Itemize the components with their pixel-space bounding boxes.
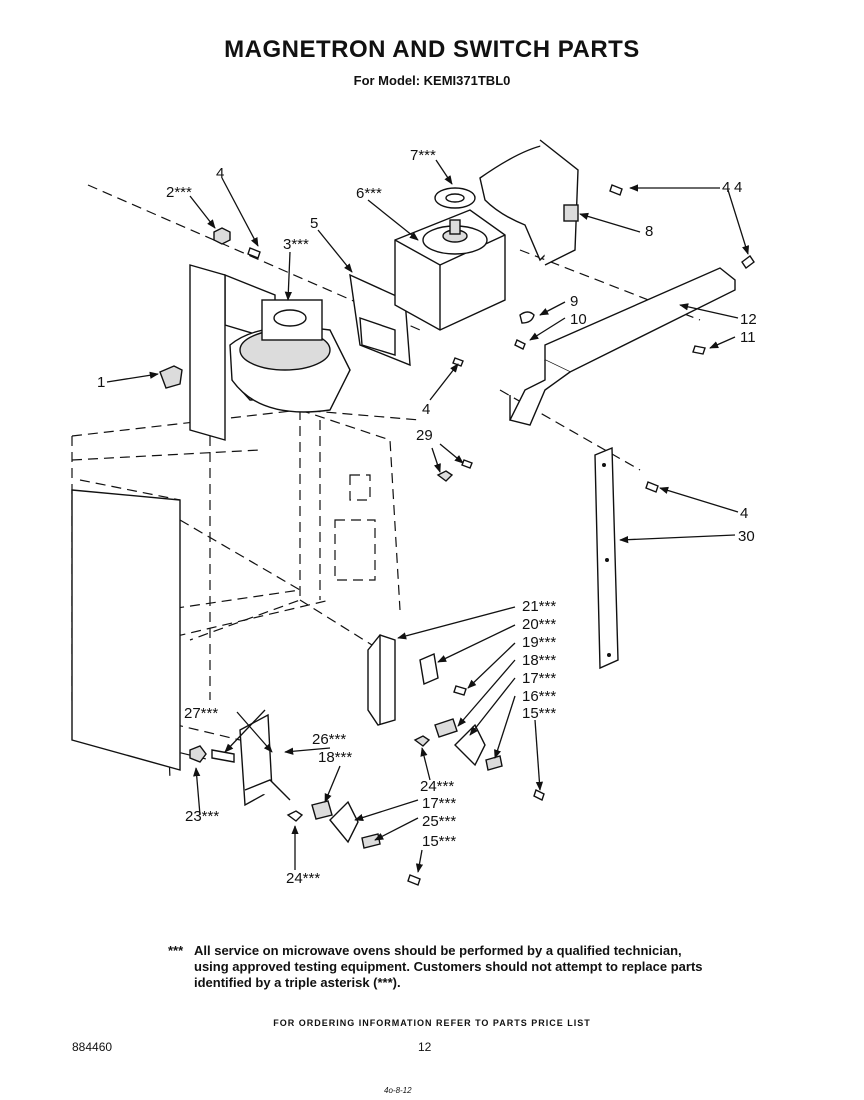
- plate-30: [594, 446, 619, 670]
- document-number: 884460: [72, 1040, 113, 1054]
- ordering-info: FOR ORDERING INFORMATION REFER TO PARTS …: [273, 1018, 591, 1028]
- callout-label: 18***: [318, 749, 352, 766]
- print-code: 4o-8-12: [384, 1086, 412, 1095]
- switch-bracket-upper: [367, 634, 396, 726]
- callout-label: 29: [416, 427, 433, 444]
- callout-label: 23***: [185, 808, 219, 825]
- callout-label: 4: [722, 179, 730, 196]
- callout-label: 4: [740, 505, 748, 522]
- switch-bracket-lower: [239, 713, 291, 807]
- callout-label: 9: [570, 293, 578, 310]
- callout-label: 16***: [522, 688, 556, 705]
- callout-label: 24***: [420, 778, 454, 795]
- callout-label: 4: [216, 165, 224, 182]
- model-subtitle: For Model: KEMI371TBL0: [353, 73, 511, 88]
- callout-label: 10: [570, 311, 587, 328]
- callout-label: 24***: [286, 870, 320, 887]
- bracket-12: [508, 267, 736, 426]
- callout-label: 18***: [522, 652, 556, 669]
- service-warning-note: *** All service on microwave ovens shoul…: [168, 943, 708, 991]
- callout-label: 21***: [522, 598, 556, 615]
- page-number: 12: [418, 1040, 432, 1054]
- callout-label: 1: [97, 374, 105, 391]
- callout-label: 8: [645, 223, 653, 240]
- callout-label: 6***: [356, 185, 382, 202]
- note-text: All service on microwave ovens should be…: [194, 943, 703, 990]
- fan-motor: [229, 299, 351, 413]
- callout-label: 20***: [522, 616, 556, 633]
- callout-label: 2***: [166, 184, 192, 201]
- page-title: MAGNETRON AND SWITCH PARTS: [224, 36, 640, 63]
- callout-label: 5: [310, 215, 318, 232]
- callout-label: 19***: [522, 634, 556, 651]
- callout-label: 30: [738, 528, 755, 545]
- callout-label: 4: [734, 179, 742, 196]
- waveguide-duct: [479, 139, 579, 266]
- callout-label: 7***: [410, 147, 436, 164]
- callout-label: 17***: [522, 670, 556, 687]
- callout-label: 4: [422, 401, 430, 418]
- callout-label: 27***: [184, 705, 218, 722]
- callout-label: 17***: [422, 795, 456, 812]
- callout-label: 15***: [422, 833, 456, 850]
- callout-label: 25***: [422, 813, 456, 830]
- callout-label: 11: [740, 329, 756, 346]
- magnetron: [394, 209, 506, 331]
- callout-label: 12: [740, 311, 757, 328]
- note-marker: ***: [168, 943, 184, 958]
- callout-label: 3***: [283, 236, 309, 253]
- callout-label: 15***: [522, 705, 556, 722]
- callout-label: 26***: [312, 731, 346, 748]
